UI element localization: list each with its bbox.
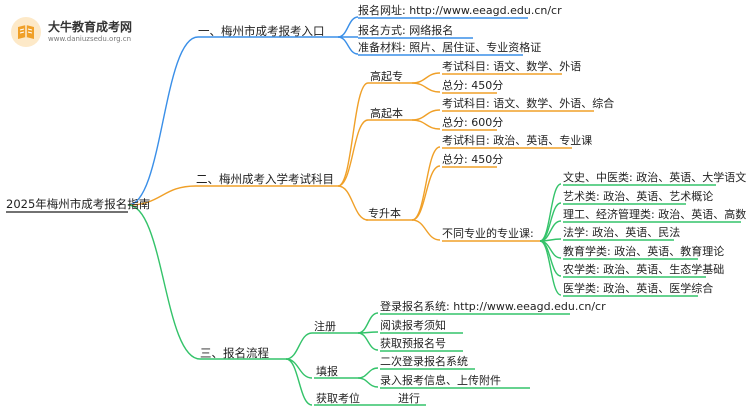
- link-root-s3: [127, 204, 201, 360]
- node-gaoqiben: 高起本: [370, 107, 403, 120]
- major-ligong: 理工、经济管理类: 政治、英语、高数（二）: [563, 208, 750, 221]
- link-s3-fill: [285, 358, 313, 379]
- section-subjects: 二、梅州成考入学考试科目: [196, 172, 334, 186]
- link-s2-gqz: [337, 82, 369, 187]
- link-zsb-0: [411, 146, 441, 221]
- link-zsb-1: [411, 165, 441, 221]
- link-s1-item-0: [337, 16, 359, 38]
- link-s2-gqb: [337, 119, 369, 187]
- link-gqb-0: [411, 109, 441, 121]
- link-s3-reg: [285, 332, 313, 360]
- major-jiaoyu: 教育学类: 政治、英语、教育理论: [563, 245, 725, 258]
- logo-subtitle: www.daniuzsedu.org.cn: [48, 35, 132, 43]
- node-zhuanshengben: 专升本: [368, 207, 401, 220]
- major-yishu: 艺术类: 政治、英语、艺术概论: [563, 190, 714, 203]
- gqz-score: 总分: 450分: [442, 79, 504, 92]
- node-fill: 填报: [316, 365, 338, 378]
- gqb-subjects: 考试科目: 语文、数学、外语、综合: [442, 97, 615, 110]
- link-zsb-2: [411, 219, 441, 241]
- link-s2-zsb: [337, 185, 369, 221]
- node-gaoqizhuan: 高起专: [370, 70, 403, 83]
- link-fill-0: [357, 367, 379, 379]
- zsb-score: 总分: 450分: [442, 153, 504, 166]
- section-process: 三、报名流程: [200, 346, 269, 360]
- zsb-majors-node: 不同专业的专业课:: [442, 227, 534, 240]
- link-gqz-0: [411, 72, 441, 84]
- node-register: 注册: [314, 320, 336, 333]
- logo-title: 大牛教育成考网: [48, 20, 133, 34]
- gqb-score: 总分: 600分: [442, 116, 504, 129]
- major-yixue: 医学类: 政治、英语、医学综合: [563, 282, 714, 295]
- section-entry: 一、梅州市成考报考入口: [198, 24, 325, 38]
- link-gqz-1: [411, 82, 441, 93]
- entry-materials: 准备材料: 照片、居住证、专业资格证: [358, 41, 542, 54]
- reg-read: 阅读报考须知: [380, 319, 446, 332]
- gqz-subjects: 考试科目: 语文、数学、外语: [442, 60, 582, 73]
- link-s3-seat: [285, 358, 313, 406]
- link-gqb-1: [411, 119, 441, 130]
- link-s1-item-2: [337, 36, 359, 55]
- reg-login: 登录报名系统: http://www.eeagd.edu.cn/cr: [380, 300, 606, 313]
- zsb-subjects: 考试科目: 政治、英语、专业课: [442, 134, 593, 147]
- fill-info: 录入报考信息、上传附件: [380, 374, 501, 387]
- entry-url: 报名网址: http://www.eeagd.edu.cn/cr: [358, 4, 562, 17]
- link-root-s2: [127, 185, 197, 206]
- node-seat: 获取考位: [316, 392, 360, 405]
- link-reg-0: [357, 312, 379, 334]
- entry-method: 报名方式: 网络报名: [358, 24, 454, 37]
- link-root-s1: [127, 36, 199, 206]
- major-nongxue: 农学类: 政治、英语、生态学基础: [563, 263, 725, 276]
- reg-number: 获取预报名号: [380, 337, 446, 350]
- book-logo-icon: [11, 17, 41, 47]
- root-node: 2025年梅州市成考报名指南: [6, 197, 151, 211]
- seat-action: 进行: [398, 392, 420, 405]
- major-faxue: 法学: 政治、英语、民法: [563, 226, 681, 239]
- major-wenshi: 文史、中医类: 政治、英语、大学语文: [563, 171, 747, 184]
- fill-relogin: 二次登录报名系统: [380, 355, 468, 368]
- link-reg-2: [357, 332, 379, 351]
- link-fill-1: [357, 377, 379, 388]
- link-major-6: [539, 240, 562, 296]
- logo: 大牛教育成考网 www.daniuzsedu.org.cn: [10, 16, 160, 50]
